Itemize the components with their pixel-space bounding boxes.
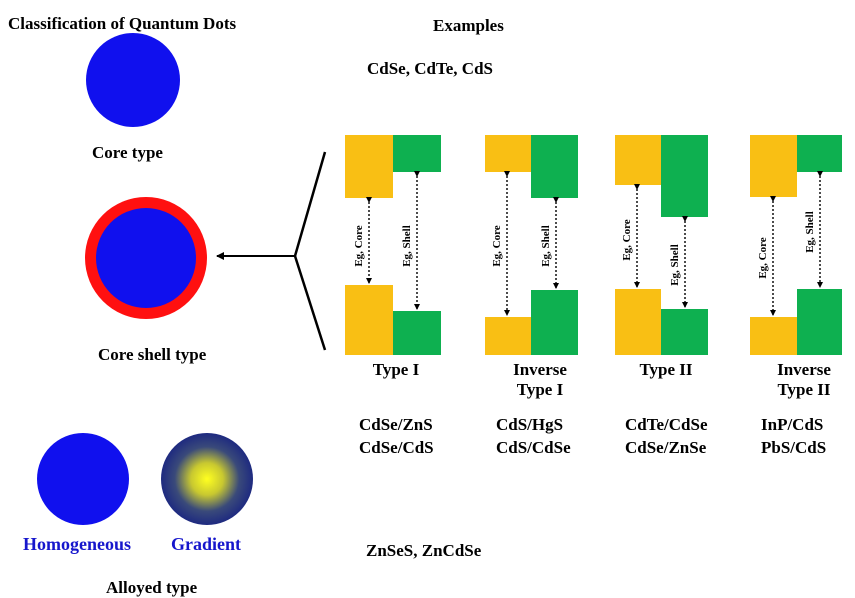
shell-band-bottom [393,311,441,355]
shell-band-top [797,135,842,172]
alignment-examples-1: CdSe/ZnS CdSe/CdS [359,413,434,459]
eg-shell-label: Eg, Shell [669,244,681,286]
homogeneous-label: Homogeneous [23,534,131,554]
alignment-type-label-4: Inverse Type II [754,360,854,400]
alignment-examples-4: InP/CdS PbS/CdS [761,413,826,459]
shell-band-bottom [661,309,708,355]
shell-band-bottom [531,290,578,355]
core-type-dot [86,33,180,127]
examples-heading: Examples [433,16,504,35]
eg-core-label: Eg, Core [757,237,769,278]
band-panel-inverse-type-2: Eg, Core Eg, Shell [750,135,842,355]
bracket-lower-line [293,255,327,351]
core-type-label: Core type [92,143,163,162]
eg-core-label: Eg, Core [491,225,503,266]
core-band-top [345,135,393,198]
core-band-top [615,135,661,185]
example-item: CdSe/ZnSe [625,438,707,457]
diagram-title: Classification of Quantum Dots [8,14,237,33]
eg-shell-label: Eg, Shell [540,225,552,267]
core-band-bottom [750,317,797,355]
alloyed-type-label: Alloyed type [106,578,198,597]
eg-core-label: Eg, Core [353,225,365,266]
alignment-type-label-2: Inverse Type I [490,360,590,400]
type-line-1: Inverse [777,360,831,379]
gradient-dot [161,433,253,525]
eg-core-label: Eg, Core [621,219,633,260]
type-line-2: Type I [516,380,564,399]
shell-band-bottom [797,289,842,355]
gradient-label: Gradient [171,534,241,554]
alignment-type-label-1: Type I [352,360,440,380]
example-item: CdS/HgS [496,415,564,434]
example-item: CdSe/CdS [359,438,434,457]
alignment-type-label-3: Type II [622,360,710,380]
alloyed-type-examples: ZnSeS, ZnCdSe [366,541,482,560]
shell-band-top [393,135,441,172]
alignment-examples-3: CdTe/CdSe CdSe/ZnSe [625,413,708,459]
alignment-examples-2: CdS/HgS CdS/CdSe [496,413,571,459]
core-band-bottom [345,285,393,355]
bracket-upper-line [293,151,327,257]
core-band-bottom [485,317,531,355]
core-band-top [485,135,531,172]
core-type-examples: CdSe, CdTe, CdS [367,59,493,78]
core-band-top [750,135,797,197]
shell-band-top [531,135,578,198]
example-item: PbS/CdS [761,438,827,457]
example-item: CdSe/ZnS [359,415,433,434]
eg-shell-label: Eg, Shell [401,225,413,267]
core-band-bottom [615,289,661,355]
homogeneous-dot [37,433,129,525]
eg-shell-label: Eg, Shell [804,211,816,253]
type-line-1: Inverse [513,360,567,379]
core-shell-type-label: Core shell type [98,345,207,364]
example-item: CdTe/CdSe [625,415,708,434]
example-item: CdS/CdSe [496,438,571,457]
shell-band-top [661,135,708,217]
band-panel-type-2: Eg, Core Eg, Shell [615,135,708,355]
core-shell-core [96,208,196,308]
type-line-1: Type I [372,360,420,379]
type-line-2: Type II [777,380,831,399]
type-line-1: Type II [639,360,693,379]
example-item: InP/CdS [761,415,824,434]
band-panel-type-1: Eg, Core Eg, Shell [345,135,441,355]
band-panel-inverse-type-1: Eg, Core Eg, Shell [485,135,578,355]
